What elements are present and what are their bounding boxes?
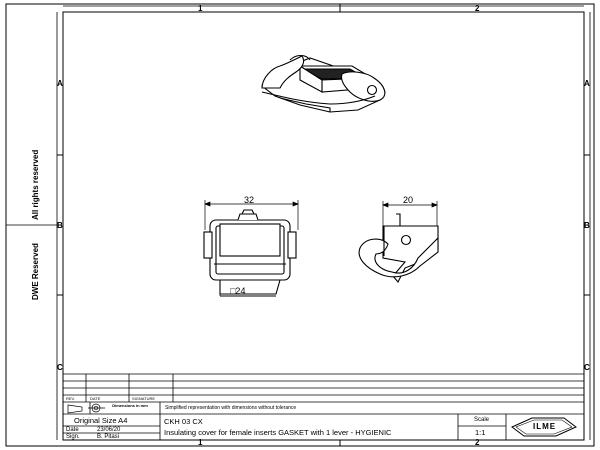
ilme-logo [511, 417, 577, 437]
date-header: DATE [90, 396, 101, 401]
front-view-dimensions [204, 200, 299, 296]
projection-symbol-icon [67, 403, 105, 414]
signature-header: SIGNATURE [132, 396, 156, 401]
product-description: Insulating cover for female inserts GASK… [164, 428, 392, 437]
sign-value: B. Pitasi [97, 434, 120, 440]
logo-text: ILME [533, 422, 557, 431]
zone-col-1-top: 1 [198, 4, 203, 13]
sign-label: Sign. [66, 434, 80, 440]
zone-row-b-right: B [584, 221, 590, 230]
dimension-width: 32 [244, 195, 255, 205]
isometric-view [261, 54, 386, 113]
tolerance-note: Simplified representation with dimension… [165, 405, 297, 411]
side-view-dimensions [382, 201, 438, 228]
date-value: 23/06/20 [97, 427, 121, 433]
title-block-frame [63, 373, 584, 440]
dimension-depth: 20 [403, 195, 414, 205]
side-view [358, 213, 439, 283]
zone-row-c-left: C [57, 363, 63, 372]
dimensions-label: Dimensions in mm [112, 403, 148, 408]
zone-col-1-bottom: 1 [198, 438, 203, 447]
product-code: CKH 03 CX [164, 417, 203, 426]
zone-row-b-left: B [57, 221, 63, 230]
rev-header: REV. [66, 396, 75, 401]
front-view [203, 209, 297, 297]
date-label: Date [66, 427, 79, 433]
dimension-base: □24 [230, 286, 246, 296]
inner-frame [62, 11, 585, 441]
zone-row-a-left: A [57, 79, 63, 88]
zone-row-c-right: C [584, 363, 590, 372]
rights-right-text: All rights reserved [31, 149, 40, 220]
original-size: Original Size A4 [74, 416, 128, 425]
zone-col-2-top: 2 [475, 4, 480, 13]
scale-label: Scale [474, 417, 490, 423]
zone-row-a-right: A [584, 79, 590, 88]
zone-col-2-bottom: 2 [475, 438, 480, 447]
scale-value: 1:1 [475, 428, 486, 437]
rights-left-text: DWE Reserved [31, 243, 40, 300]
